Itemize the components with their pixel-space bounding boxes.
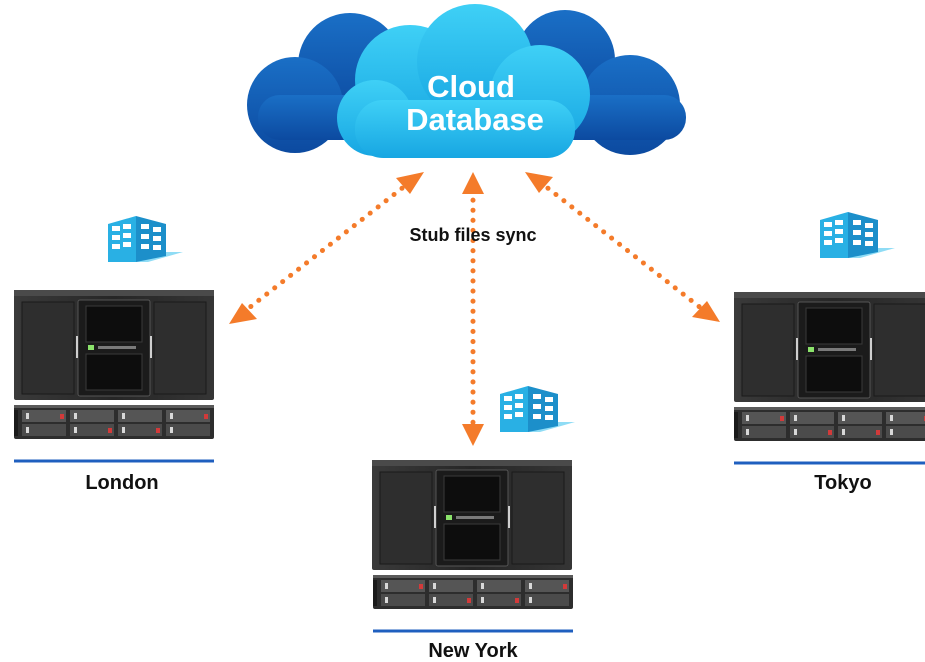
office-building-icon bbox=[820, 212, 895, 258]
site-new-york: New York bbox=[371, 386, 575, 662]
cloud-title-line2: Database bbox=[406, 102, 544, 137]
tape-library-server bbox=[371, 459, 573, 571]
office-building-icon bbox=[500, 386, 575, 432]
tape-library-server bbox=[733, 291, 925, 403]
site-label-new-york: New York bbox=[428, 640, 518, 662]
sync-arrow-tokyo bbox=[525, 172, 720, 322]
site-london: London bbox=[13, 216, 215, 494]
site-label-tokyo: Tokyo bbox=[814, 472, 871, 494]
tape-library-server bbox=[13, 289, 215, 401]
sync-arrow-new-york bbox=[462, 172, 484, 446]
sync-label: Stub files sync bbox=[409, 225, 536, 245]
sync-arrow-london bbox=[229, 172, 424, 324]
cloud-title-line1: Cloud bbox=[427, 69, 515, 104]
office-building-icon bbox=[108, 216, 183, 262]
disk-array-server bbox=[14, 405, 214, 439]
site-label-london: London bbox=[85, 472, 158, 494]
site-tokyo: Tokyo bbox=[733, 212, 925, 494]
disk-array-server bbox=[734, 407, 925, 441]
cloud-database-icon: Cloud Database bbox=[247, 4, 686, 158]
disk-array-server bbox=[373, 575, 573, 609]
